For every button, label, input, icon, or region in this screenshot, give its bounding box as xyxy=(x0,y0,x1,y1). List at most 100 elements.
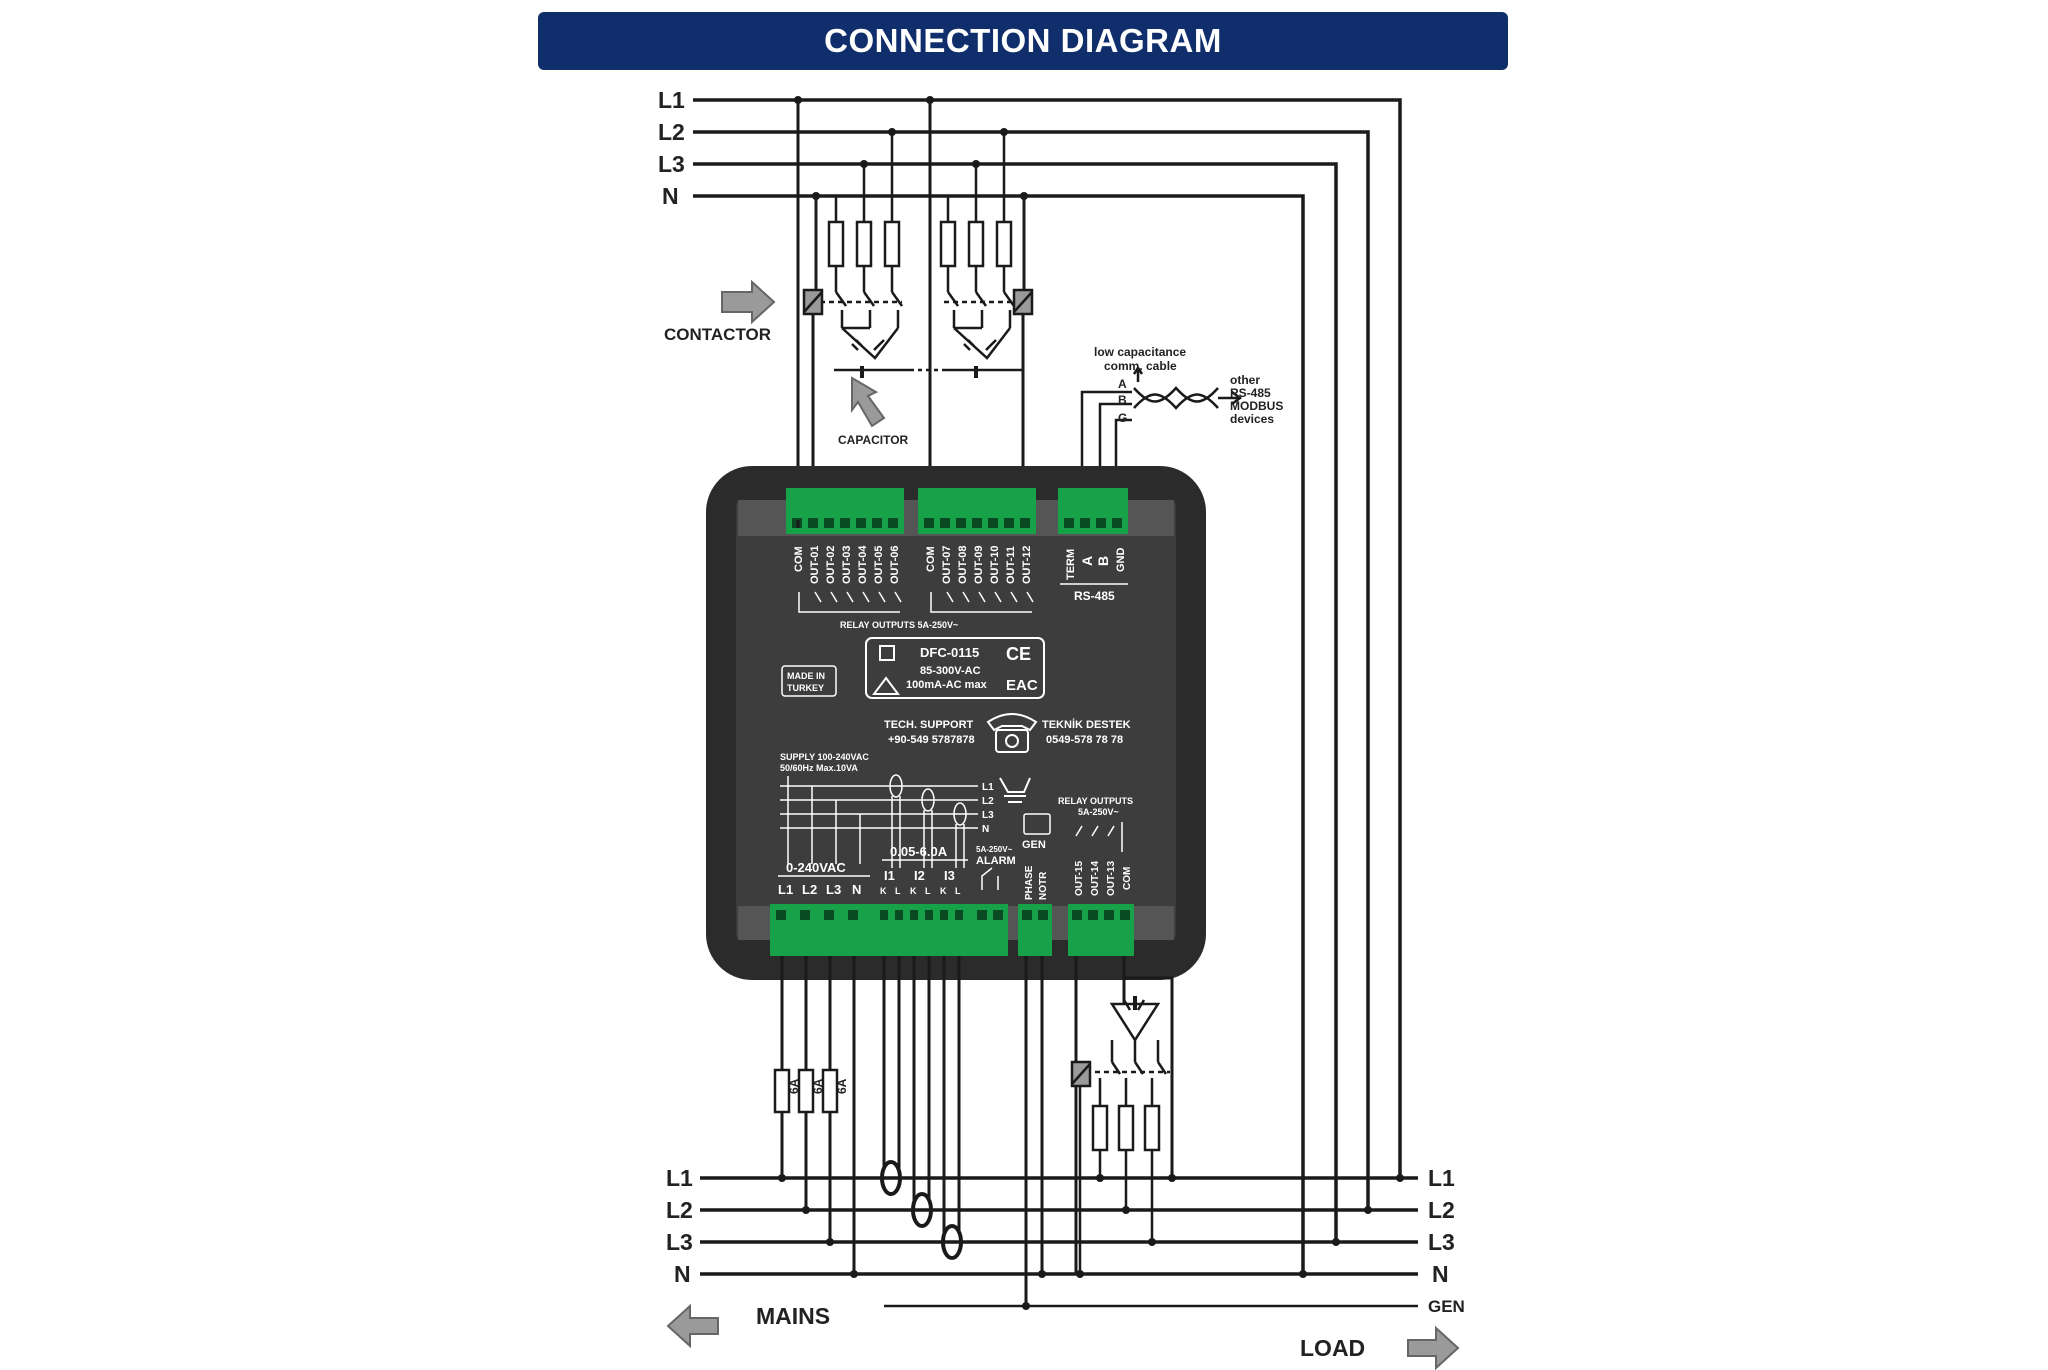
ce-mark-icon: CE xyxy=(1006,644,1031,664)
notr-label: NOTR xyxy=(1038,871,1049,900)
top-bus-label-n: N xyxy=(662,183,679,209)
rs485-devices-label-2: RS-485 xyxy=(1230,386,1271,400)
terminal-label: OUT-03 xyxy=(841,545,853,584)
relay-terminal-labels-2: COM OUT-07 OUT-08 OUT-09 OUT-10 OUT-11 O… xyxy=(925,545,1033,584)
rs485-cable-labels: low capacitance comm. cable A B G other … xyxy=(1094,345,1283,426)
kl-label: K xyxy=(880,886,887,896)
top-bus-label-l3: L3 xyxy=(658,151,685,177)
relay-outputs-2-label-1: RELAY OUTPUTS xyxy=(1058,796,1133,806)
voltage-terminal-l3: L3 xyxy=(826,882,841,897)
contactor-label: CONTACTOR xyxy=(664,325,771,344)
supply-label-2: 50/60Hz Max.10VA xyxy=(780,763,858,773)
relay-outputs-label: RELAY OUTPUTS 5A-250V~ xyxy=(840,620,958,630)
turkey-label: TURKEY xyxy=(787,683,824,693)
fuse-3 xyxy=(821,1068,839,1114)
voltage-range-label: 0-240VAC xyxy=(786,860,846,875)
phase-line-label-l3: L3 xyxy=(982,810,994,821)
supply-label-1: SUPPLY 100-240VAC xyxy=(780,752,869,762)
gen-icon xyxy=(1023,813,1051,835)
mains-arrow xyxy=(666,1303,719,1349)
kl-label: K xyxy=(940,886,947,896)
terminal-label: A xyxy=(1079,556,1095,566)
out-terminal-label: OUT-15 xyxy=(1074,861,1085,896)
kl-label: K xyxy=(910,886,917,896)
fuse-1 xyxy=(773,1068,791,1114)
current-input-i1: I1 xyxy=(884,868,895,883)
out-terminal-label: COM xyxy=(1122,867,1133,890)
alarm-label: ALARM xyxy=(976,855,1016,867)
capacitor-label: CAPACITOR xyxy=(838,433,909,447)
model-voltage: 85-300V-AC xyxy=(920,665,981,677)
terminal-label: OUT-08 xyxy=(957,545,969,584)
device-to-bottom-wires xyxy=(780,956,1174,1306)
terminal-label: OUT-02 xyxy=(825,545,837,584)
capacitor-bank-3 xyxy=(1078,996,1170,1274)
voltage-terminal-n: N xyxy=(852,882,861,897)
fuse-rating-label: 6A xyxy=(835,1078,849,1094)
phase-line-label-l1: L1 xyxy=(982,782,994,793)
top-bus-label-l1: L1 xyxy=(658,87,685,113)
model-name: DFC-0115 xyxy=(920,645,979,660)
bottom-bus xyxy=(700,1176,1418,1308)
comm-cable-label-2: comm. cable xyxy=(1104,359,1177,373)
terminal-label: COM xyxy=(925,546,937,572)
made-in-label: MADE IN xyxy=(787,671,825,681)
voltage-terminal-l2: L2 xyxy=(802,882,817,897)
current-input-i3: I3 xyxy=(944,868,955,883)
kl-label: L xyxy=(925,886,931,896)
telephone-icon xyxy=(986,713,1038,753)
mains-label: MAINS xyxy=(756,1303,830,1329)
rs485-devices-label-1: other xyxy=(1230,373,1260,387)
warning-icon xyxy=(872,676,900,695)
out-terminal-label: OUT-14 xyxy=(1090,861,1101,896)
tech-support-phone: +90-549 5787878 xyxy=(888,734,975,746)
terminal-label: OUT-09 xyxy=(973,545,985,584)
model-box xyxy=(865,637,1045,699)
abg-label-b: B xyxy=(1118,393,1127,407)
load-label: LOAD xyxy=(1300,1335,1365,1361)
phase-line-label-l2: L2 xyxy=(982,796,994,807)
junction-dots xyxy=(794,96,1028,200)
alarm-switch-icon xyxy=(981,867,999,890)
top-bus-label-l2: L2 xyxy=(658,119,685,145)
voltage-terminal-l1: L1 xyxy=(778,882,793,897)
voltage-fuses xyxy=(773,1068,839,1114)
bottom-left-labels: L1 L2 L3 N xyxy=(666,1165,693,1287)
bottom-left-label-l1: L1 xyxy=(666,1165,693,1191)
bottom-right-label-n: N xyxy=(1432,1261,1449,1287)
kl-label: L xyxy=(895,886,901,896)
alarm-rating-label: 5A-250V~ xyxy=(976,845,1013,854)
terminal-label: TERM xyxy=(1065,549,1077,580)
top-bus-l3 xyxy=(693,162,1338,1242)
model-current: 100mA-AC max xyxy=(906,679,988,691)
phase-label: PHASE xyxy=(1024,865,1035,900)
contactor-arrow xyxy=(721,279,776,325)
bottom-junctions xyxy=(778,1174,1404,1310)
current-input-i2: I2 xyxy=(914,868,925,883)
terminal-label: OUT-05 xyxy=(873,545,885,584)
terminal-label: GND xyxy=(1115,548,1127,573)
capacitor-bank-2 xyxy=(910,132,1030,378)
fuse-rating-label: 6A xyxy=(787,1078,801,1094)
diagram-title: CONNECTION DIAGRAM xyxy=(824,22,1222,59)
diagram-title-banner: CONNECTION DIAGRAM xyxy=(538,12,1508,70)
terminal-label: OUT-10 xyxy=(989,545,1001,584)
terminal-block-voltage xyxy=(770,904,876,956)
abg-label-g: G xyxy=(1118,411,1127,425)
rs485-terminal-labels: TERM A B GND xyxy=(1065,548,1127,581)
bottom-left-label-l2: L2 xyxy=(666,1197,693,1223)
dfc-0115-device: COM OUT-01 OUT-02 OUT-03 OUT-04 OUT-05 O… xyxy=(706,466,1206,980)
top-bus-labels: L1 L2 L3 N xyxy=(658,87,685,209)
top-bus-n xyxy=(693,194,1305,1274)
eac-mark-icon: EAC xyxy=(1006,677,1038,694)
phase-line-label-n: N xyxy=(982,824,989,835)
out-terminal-label: OUT-13 xyxy=(1106,861,1117,896)
teknik-destek-label: TEKNİK DESTEK xyxy=(1042,718,1131,731)
capacitor-arrow xyxy=(851,376,886,428)
terminal-label: OUT-07 xyxy=(941,545,953,584)
teknik-destek-phone: 0549-578 78 78 xyxy=(1046,734,1123,746)
rs485-devices-label-3: MODBUS xyxy=(1230,399,1283,413)
terminal-label: OUT-01 xyxy=(809,545,821,584)
terminal-label: OUT-11 xyxy=(1005,546,1017,584)
